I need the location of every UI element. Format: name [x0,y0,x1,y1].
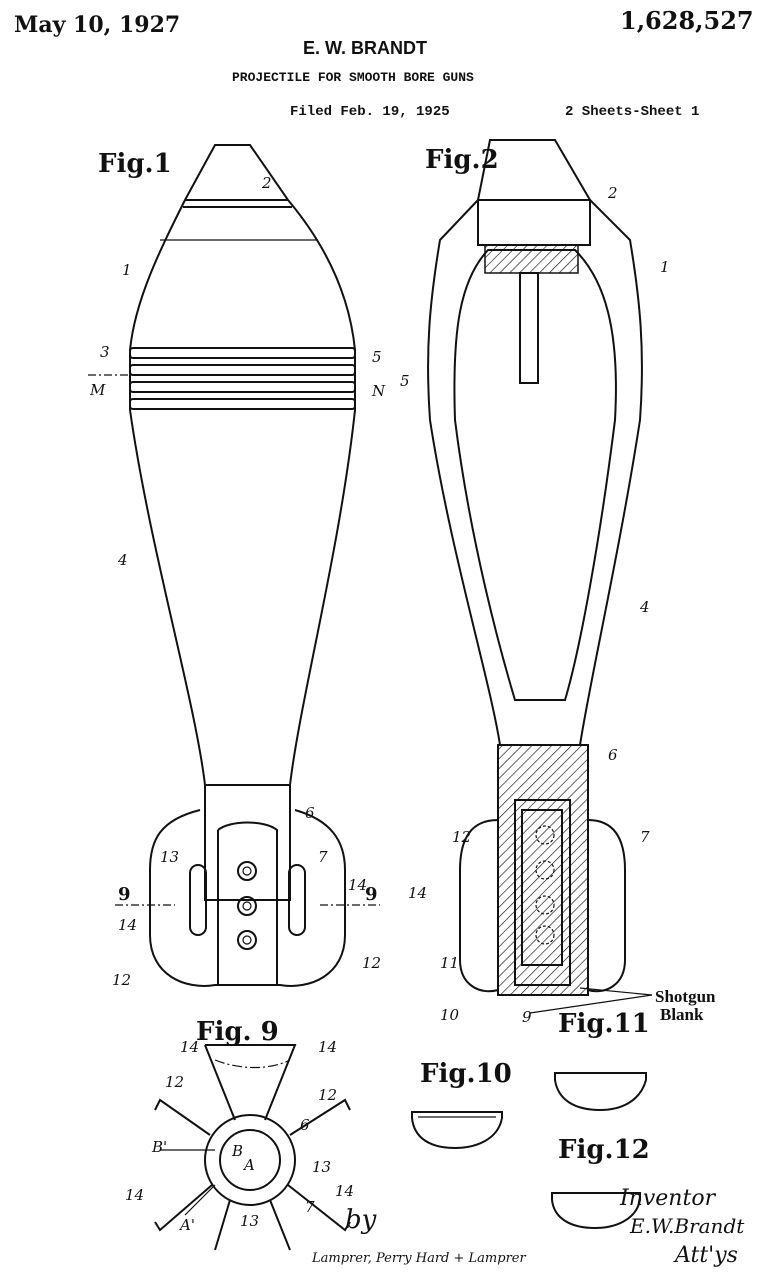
ref-1: 1 [122,261,132,279]
fig9-label: Fig. 9 [196,1017,279,1047]
ref-9-fig2: 9 [522,1008,532,1026]
ref-13: 13 [160,848,179,866]
inventor-label: Inventor [619,1186,717,1211]
ref-B-prime: B' [151,1138,167,1156]
shotgun-blank-label-line2: Blank [660,1005,704,1024]
ref-7-fig2: 7 [640,828,650,846]
ref-12-fig2: 12 [452,828,471,846]
ref-4-fig2: 4 [639,598,650,616]
figure-1-projectile-exterior [88,144,380,987]
ref-6-fig2: 6 [608,746,618,764]
ref-12-fig9-a: 12 [165,1073,184,1091]
patent-number: 1,628,527 [620,6,754,35]
ref-N: N [371,382,386,400]
figure-11-cap [554,1072,647,1112]
inventor-name-header: E. W. BRANDT [303,38,427,58]
ref-6: 6 [305,804,315,822]
attorneys-signature: Lamprer, Perry Hard + Lamprer [311,1251,526,1266]
ref-6-fig9: 6 [300,1116,310,1134]
figure-9-cross-section [154,1044,351,1251]
ref-A: A [242,1156,255,1174]
patent-date: May 10, 1927 [14,12,181,38]
figure-2-projectile-section [427,139,643,996]
ref-14-fig9-b: 14 [318,1038,337,1056]
figure-12-cap [551,1192,641,1230]
fig11-label: Fig.11 [558,1009,650,1039]
attorneys-label: Att'ys [673,1243,738,1268]
by-label: by [345,1205,377,1235]
ref-14-left: 14 [118,916,137,934]
ref-9-left: 9 [118,884,131,905]
ref-10-fig2: 10 [440,1006,460,1024]
ref-12-fig9-b: 12 [318,1086,337,1104]
ref-14-fig9-a: 14 [180,1038,199,1056]
ref-2-fig2: 2 [607,184,618,202]
ref-7-fig9: 7 [305,1198,315,1216]
ref-11-fig2: 11 [440,954,459,972]
ref-12-left: 12 [112,971,131,989]
ref-14-fig9-c: 14 [125,1186,144,1204]
ref-13-fig9-b: 13 [240,1212,259,1230]
sheet-count: 2 Sheets-Sheet 1 [565,104,700,120]
obturating-grooves [129,347,356,410]
ref-M: M [89,381,106,399]
filed-date: Filed Feb. 19, 1925 [290,104,450,120]
ref-1-fig2: 1 [660,258,670,276]
shotgun-blank-label-line1: Shotgun [655,987,716,1006]
ref-4: 4 [117,551,128,569]
ref-14-fig2: 14 [408,884,427,902]
figure-10-cap [411,1111,503,1150]
ref-B: B [231,1142,243,1160]
ref-5: 5 [372,348,382,366]
ref-2: 2 [261,174,272,192]
ref-12-right: 12 [362,954,381,972]
fig12-label: Fig.12 [558,1135,650,1165]
fig1-label: Fig.1 [98,149,172,179]
fig10-label: Fig.10 [420,1059,512,1089]
ref-9-right: 9 [365,884,378,905]
ref-5-fig2: 5 [400,372,410,390]
ref-14-fig9-d: 14 [335,1182,354,1200]
fig2-label: Fig.2 [425,145,499,175]
ref-3: 3 [100,343,110,361]
inventor-signature: E.W.Brandt [629,1214,745,1238]
ref-13-fig9-a: 13 [312,1158,331,1176]
ref-14-right: 14 [348,876,367,894]
ref-A-prime: A' [178,1216,195,1234]
ref-7: 7 [318,848,328,866]
patent-title: PROJECTILE FOR SMOOTH BORE GUNS [232,70,474,85]
